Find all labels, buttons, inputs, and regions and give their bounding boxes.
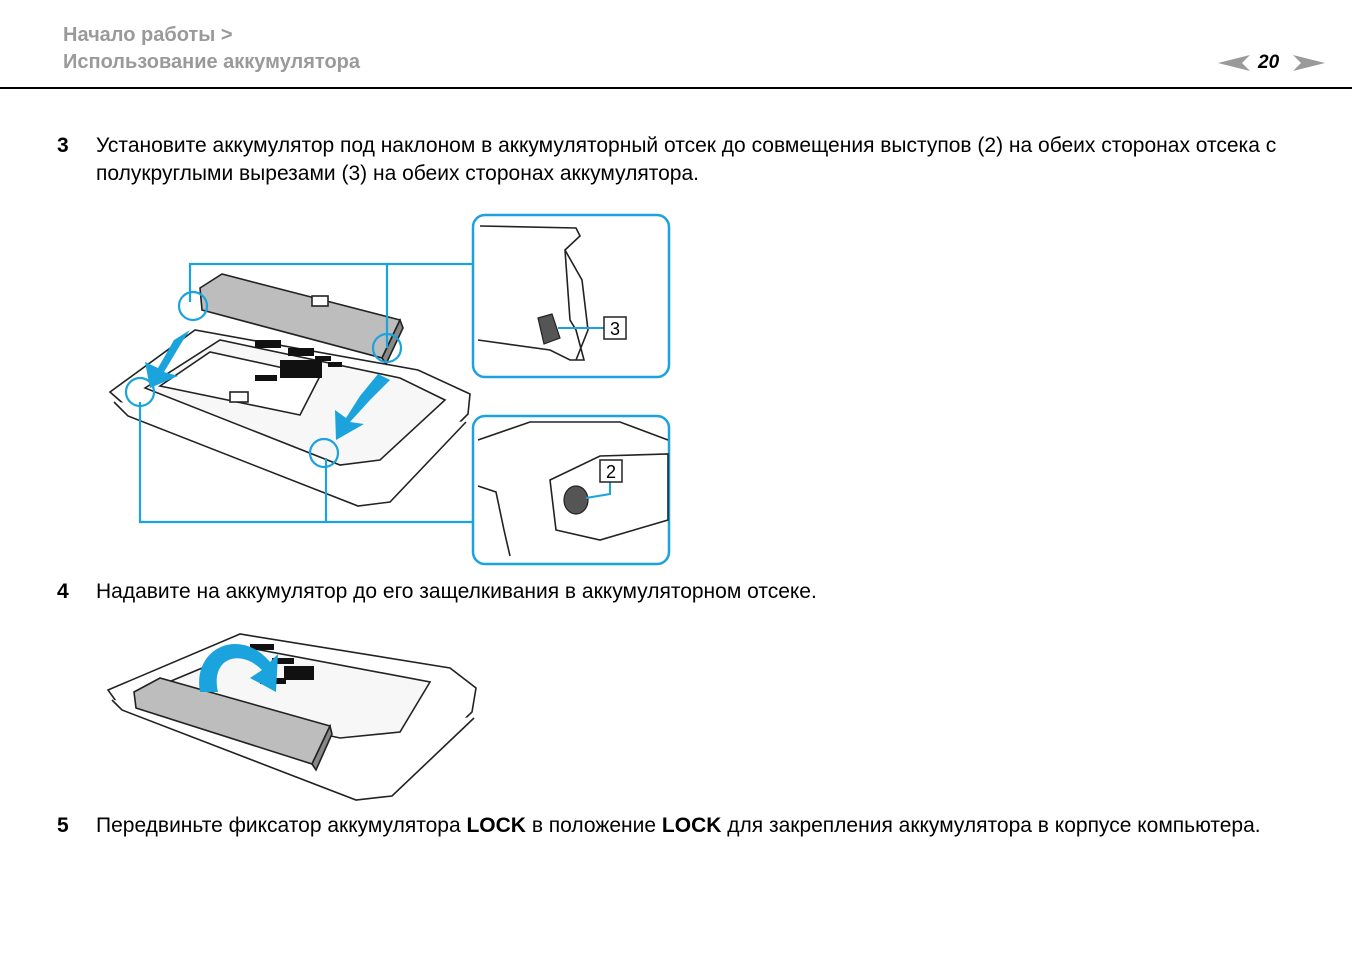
callout-label: 2 xyxy=(606,462,616,482)
step-number: 5 xyxy=(57,814,69,837)
left-arrow-icon[interactable] xyxy=(1218,55,1250,71)
step-text-part: в положение xyxy=(525,814,662,837)
page-number: 20 xyxy=(1258,52,1280,73)
battery-press-illustration xyxy=(106,633,477,801)
step-text: Надавите на аккумулятор до его защелкива… xyxy=(96,580,817,603)
breadcrumb-parent[interactable]: Начало работы > xyxy=(63,24,233,46)
step-number: 3 xyxy=(57,134,69,157)
step-number: 4 xyxy=(57,580,69,603)
step-text-part: для закрепления аккумулятора в корпусе к… xyxy=(721,814,1261,837)
battery-insert-illustration: 3 2 xyxy=(108,213,671,566)
header-divider xyxy=(0,87,1352,89)
lock-keyword: LOCK xyxy=(661,814,722,837)
lock-keyword: LOCK xyxy=(466,814,526,837)
right-arrow-icon[interactable] xyxy=(1293,55,1325,71)
step-text: Установите аккумулятор под наклоном в ак… xyxy=(96,134,1277,185)
step-text: Передвиньте фиксатор аккумулятора LOCK в… xyxy=(96,812,1306,840)
step-text-part: Передвиньте фиксатор аккумулятора xyxy=(96,814,467,837)
breadcrumb-current: Использование аккумулятора xyxy=(63,51,361,73)
callout-label: 3 xyxy=(610,319,620,339)
